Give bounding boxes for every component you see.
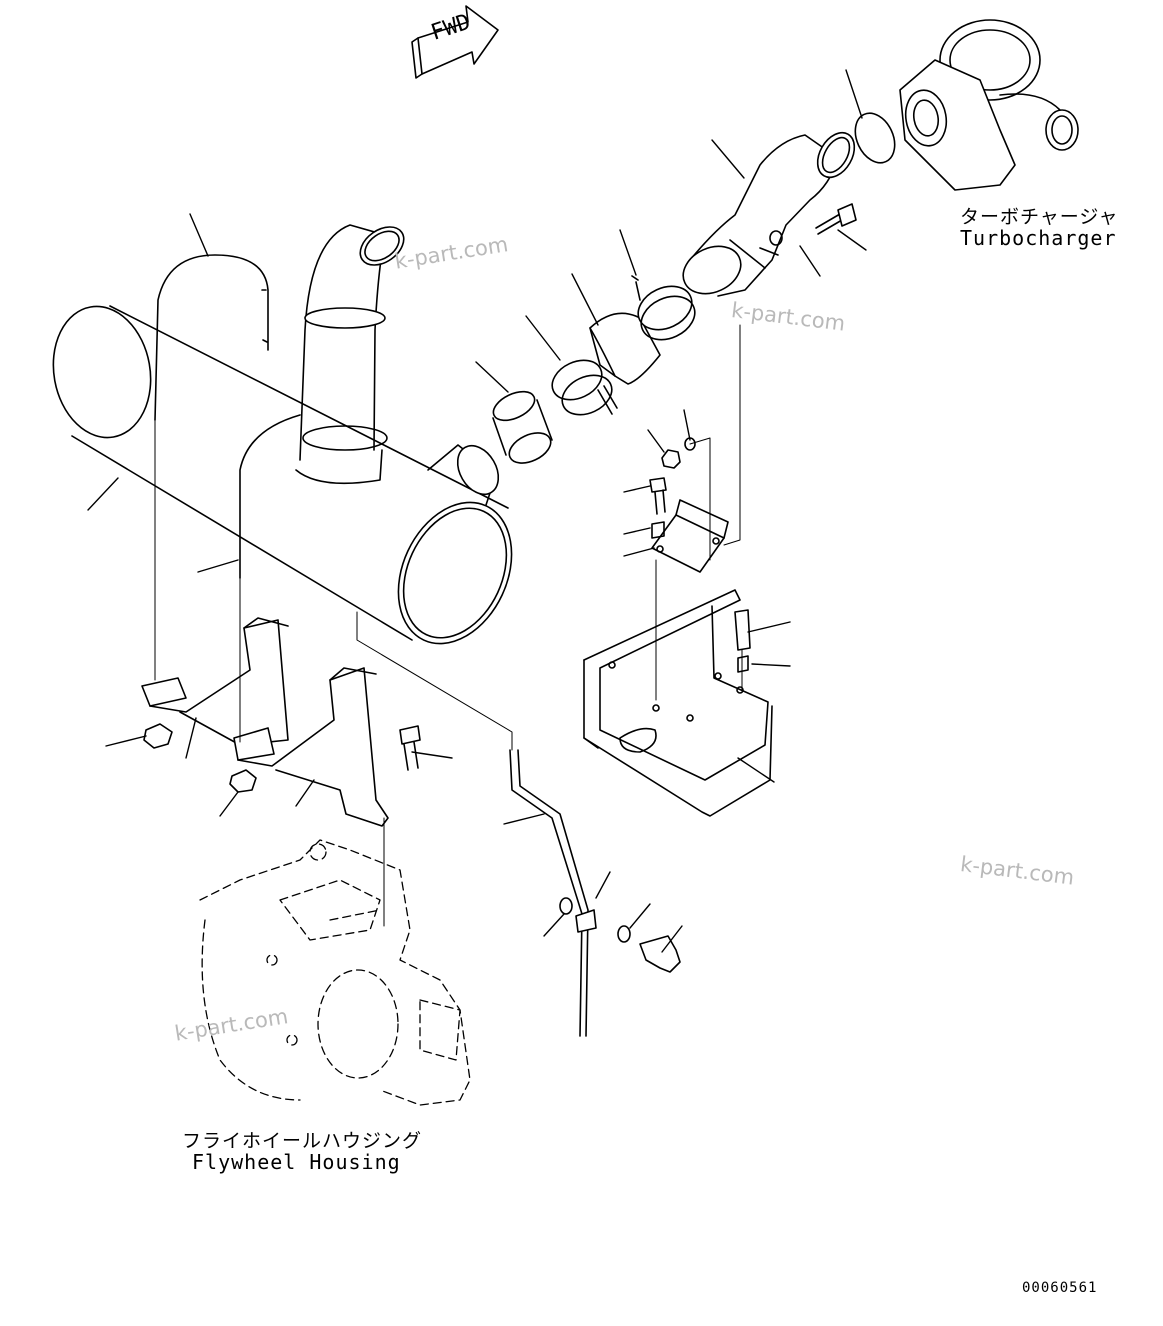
gasket-ring — [848, 107, 903, 169]
u-bolt-rear — [240, 415, 300, 578]
v-band-clamp — [631, 276, 702, 348]
exhaust-elbow — [676, 126, 862, 302]
drain-tube — [510, 750, 680, 1036]
turbocharger-label-jp: ターボチャージャ — [960, 206, 1119, 228]
exhaust-clamp — [546, 353, 618, 423]
u-bolt-front — [155, 255, 268, 420]
exhaust-sleeve — [489, 386, 555, 469]
muffler-mount-rear — [234, 668, 388, 826]
flywheel-housing — [200, 840, 470, 1105]
flywheel-housing-label-en: Flywheel Housing — [192, 1150, 401, 1174]
muffler — [43, 299, 533, 662]
exhaust-stack — [296, 219, 411, 483]
callout-leaders — [88, 70, 866, 952]
assembly-leaders — [155, 325, 742, 926]
elbow-capscrew — [770, 204, 856, 245]
mount-hardware — [144, 724, 420, 792]
turbocharger — [900, 20, 1078, 190]
flywheel-housing-label-jp: フライホイールハウジング — [182, 1130, 423, 1152]
muffler-inlet — [428, 438, 507, 505]
fwd-arrow-icon — [412, 6, 498, 78]
small-bracket — [652, 500, 728, 572]
muffler-support-bracket — [584, 590, 772, 816]
turbocharger-label-en: Turbocharger — [960, 226, 1117, 250]
bracket-hardware — [650, 438, 695, 538]
drawing-code: 00060561 — [1022, 1280, 1098, 1296]
